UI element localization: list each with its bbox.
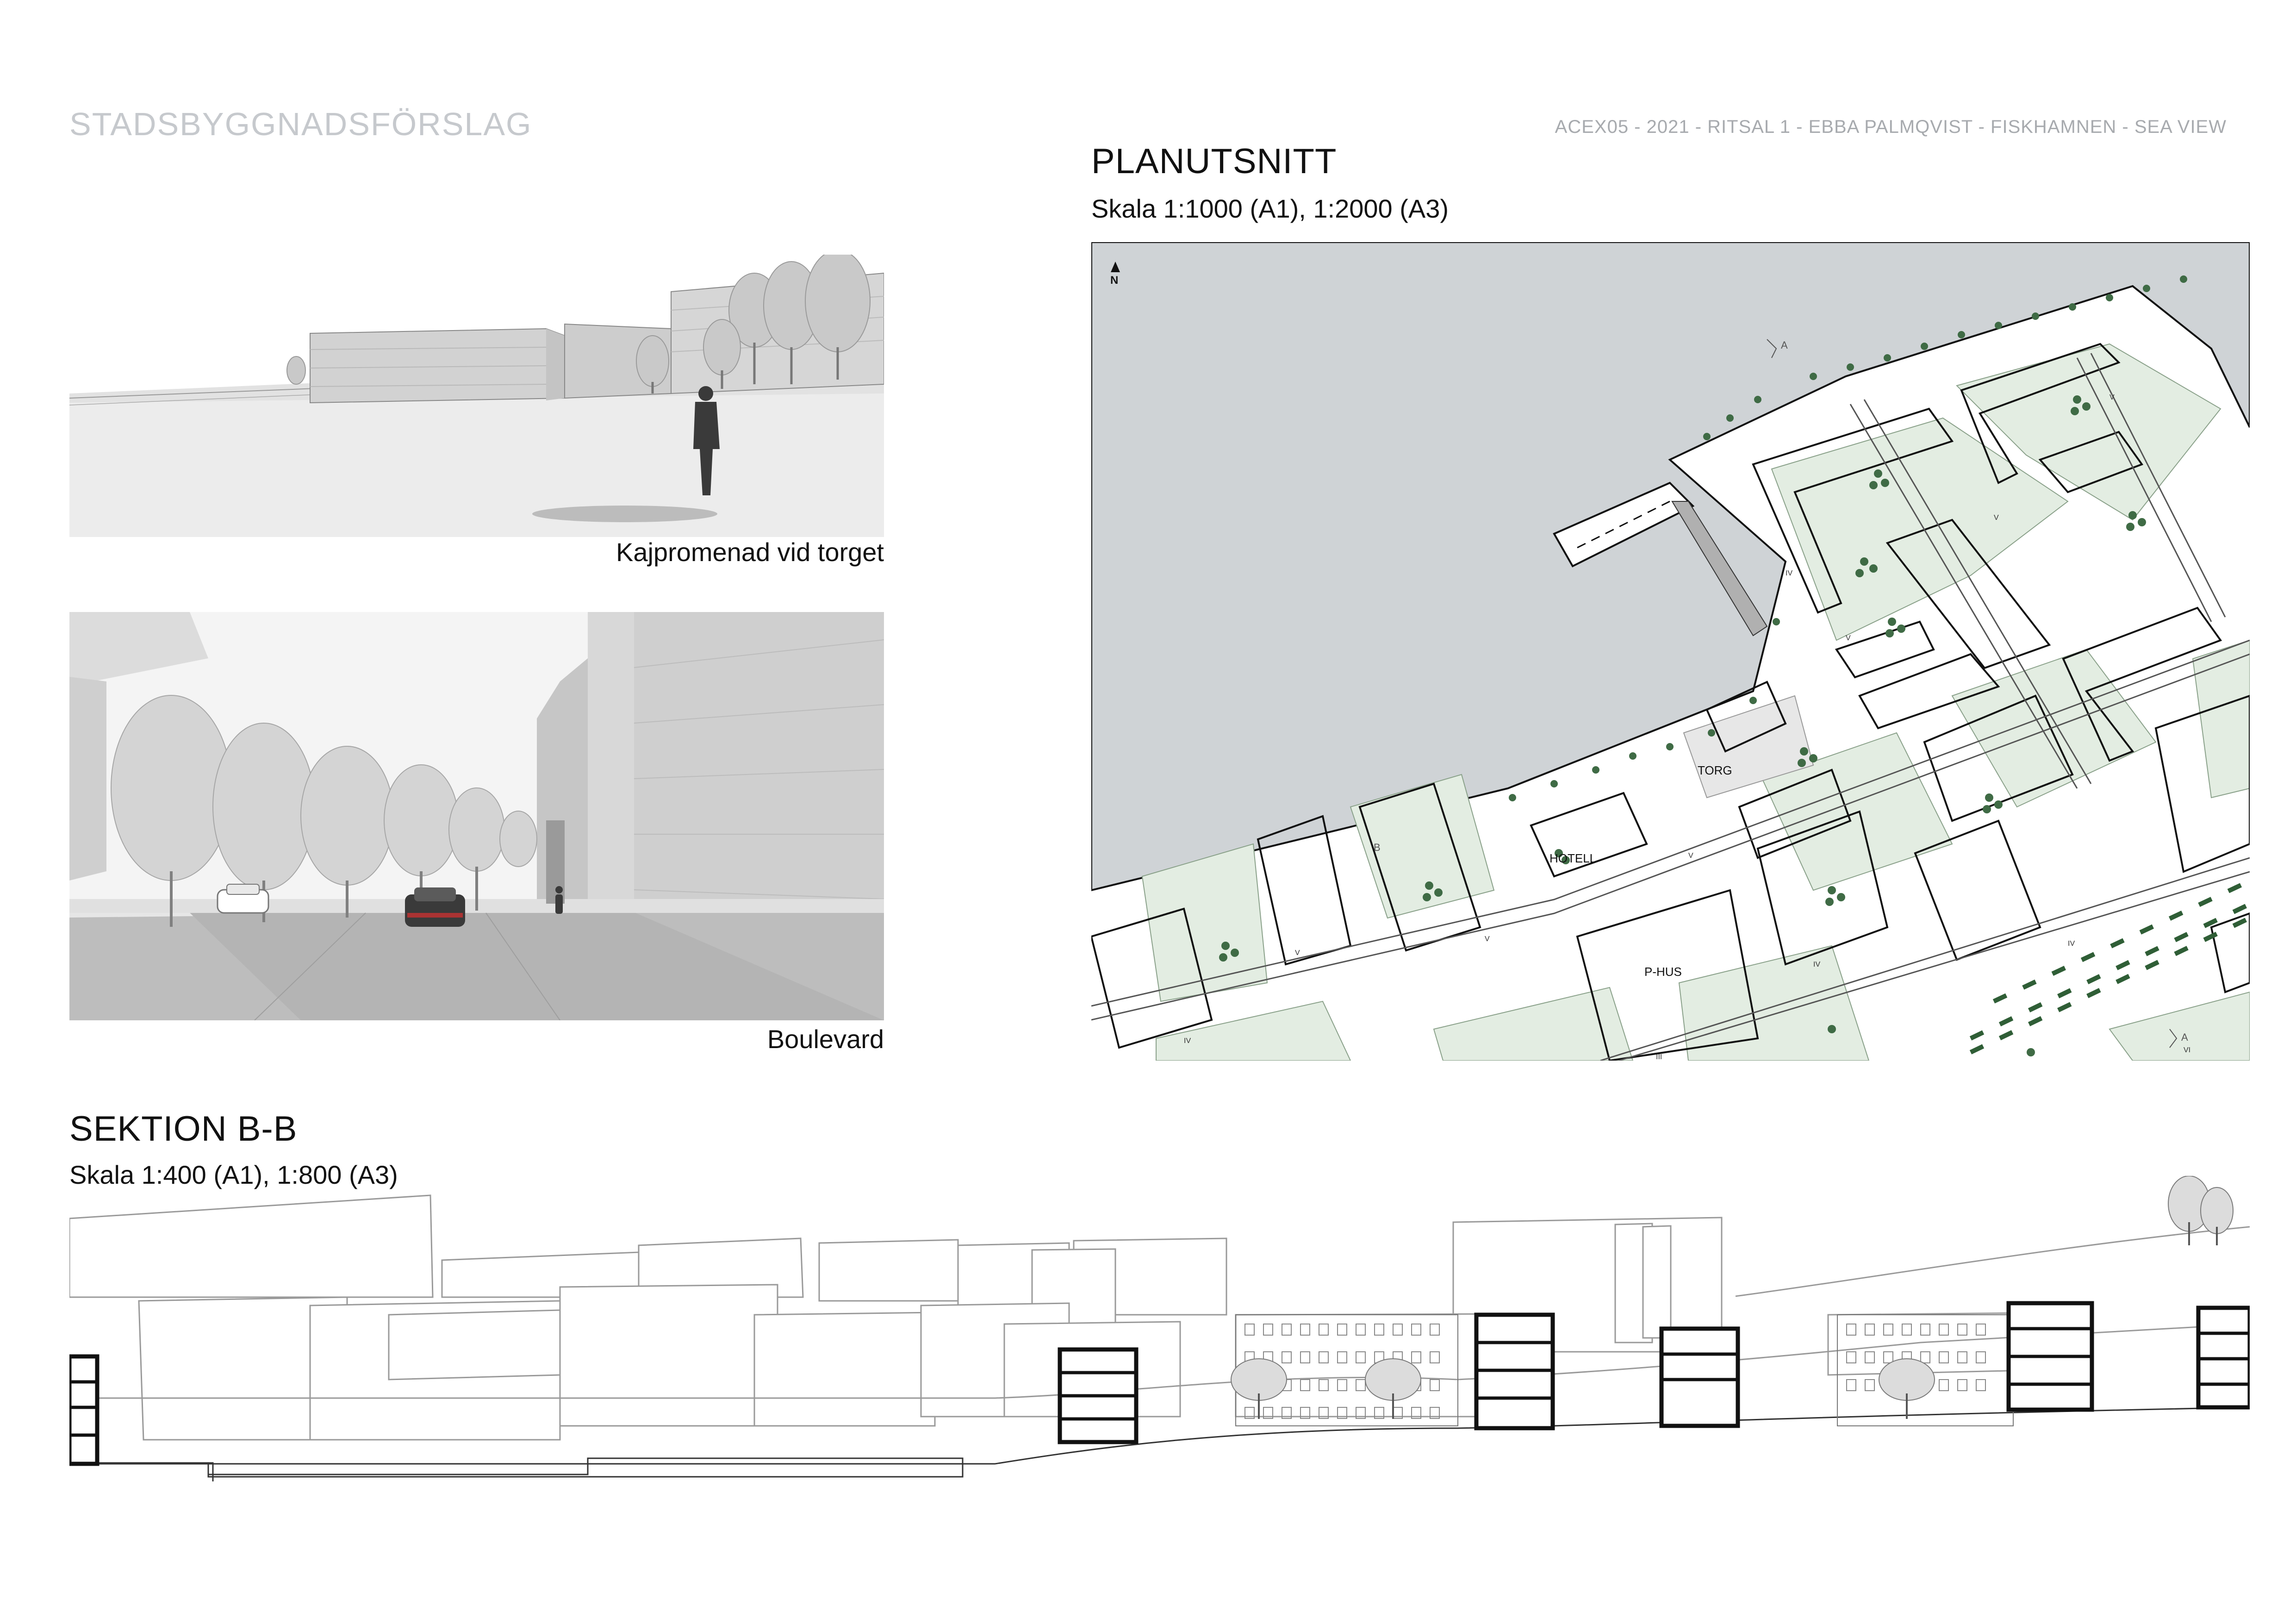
sheet-meta: ACEX05 - 2021 - RITSAL 1 - EBBA PALMQVIS… (1555, 117, 2227, 137)
view-kajpromenad-render (69, 255, 884, 537)
view-boulevard-render (69, 612, 884, 1020)
svg-text:N: N (1110, 274, 1118, 287)
svg-text:V: V (1688, 852, 1693, 860)
section-mark-a: A (1781, 339, 1788, 351)
svg-text:IV: IV (1813, 961, 1820, 968)
site-plan: N TORG HOTELL P-HUS A A B IV V V V IV V … (1091, 242, 2250, 1061)
svg-text:III: III (1656, 1053, 1662, 1061)
svg-text:V: V (1846, 634, 1851, 642)
sheet-title: STADSBYGGNADSFÖRSLAG (69, 106, 532, 142)
section-mark-b: B (1374, 842, 1381, 853)
section-mark-a2: A (2181, 1031, 2188, 1043)
section-title: SEKTION B-B (69, 1109, 298, 1149)
svg-text:VI: VI (2184, 1046, 2190, 1054)
view1-caption: Kajpromenad vid torget (616, 537, 884, 567)
label-torg: TORG (1698, 763, 1732, 777)
svg-text:IV: IV (1184, 1037, 1191, 1045)
svg-text:IV: IV (2068, 940, 2075, 948)
north-arrow-icon: N (1110, 262, 1120, 287)
section-scale: Skala 1:400 (A1), 1:800 (A3) (69, 1160, 398, 1189)
svg-text:IV: IV (1786, 569, 1792, 577)
view2-caption: Boulevard (767, 1024, 884, 1054)
plan-title: PLANUTSNITT (1091, 142, 1337, 181)
svg-text:V: V (1485, 935, 1490, 943)
label-phus: P-HUS (1644, 965, 1682, 979)
section-drawing (69, 1176, 2250, 1481)
svg-text:V: V (2109, 394, 2115, 401)
plan-scale: Skala 1:1000 (A1), 1:2000 (A3) (1091, 194, 1449, 223)
label-hotell: HOTELL (1549, 851, 1596, 865)
svg-text:V: V (1994, 514, 1999, 522)
svg-text:V: V (1295, 949, 1300, 957)
